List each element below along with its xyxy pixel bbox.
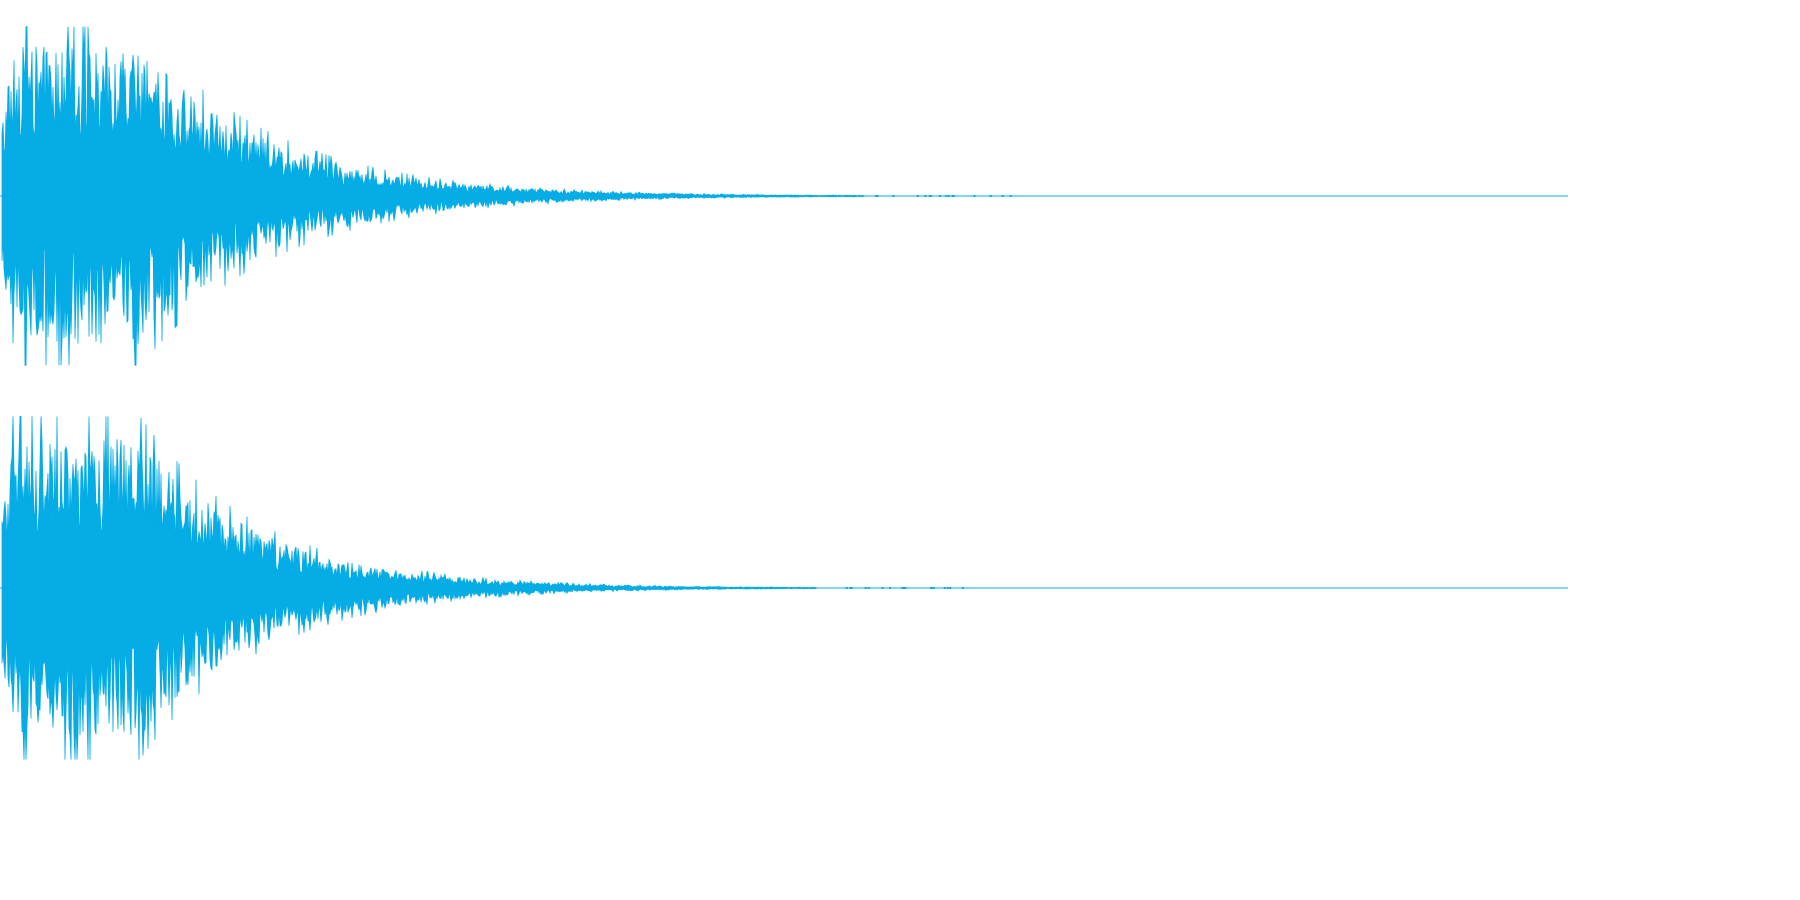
waveform-tail-sample [876, 195, 879, 197]
waveform-tail-sample [901, 587, 904, 589]
waveform-signal [1, 26, 865, 366]
waveform-tail-sample [928, 195, 931, 197]
waveform-tail-sample [945, 195, 948, 197]
waveform-signal [1, 415, 817, 760]
waveform-svg [0, 26, 1568, 760]
waveform-tail-sample [1001, 195, 1004, 197]
waveform-tail-sample [903, 587, 906, 589]
waveform-tail-sample [961, 587, 964, 589]
waveform-tail-sample [867, 587, 870, 589]
waveform-tail-sample [892, 195, 895, 197]
waveform-tail-sample [916, 195, 919, 197]
waveform-tail-sample [875, 195, 878, 197]
waveform-tail-sample [949, 587, 952, 589]
waveform-tail-sample [939, 195, 942, 197]
waveform-tail-sample [889, 587, 891, 589]
waveform-tail-sample [849, 587, 852, 589]
waveform-tail-sample [930, 587, 933, 589]
waveform-tail-sample [989, 195, 992, 197]
waveform-tail-sample [943, 587, 946, 589]
waveform-tail-sample [845, 587, 848, 589]
waveform-tail-sample [1009, 195, 1012, 197]
waveform-tail-sample [932, 587, 935, 589]
waveform-tail-sample [946, 587, 949, 589]
waveform-tail-sample [924, 195, 927, 197]
waveform-tail-sample [881, 587, 884, 589]
waveform-tail-sample [904, 587, 907, 589]
waveform-tail-sample [951, 195, 954, 197]
waveform-tail-sample [947, 195, 950, 197]
waveform-channel-right [0, 415, 1568, 760]
waveform-view[interactable] [0, 0, 1568, 784]
waveform-tail-sample [850, 587, 853, 589]
waveform-channel-left [0, 26, 1568, 366]
waveform-tail-sample [864, 587, 867, 589]
waveform-tail-sample [973, 195, 976, 197]
